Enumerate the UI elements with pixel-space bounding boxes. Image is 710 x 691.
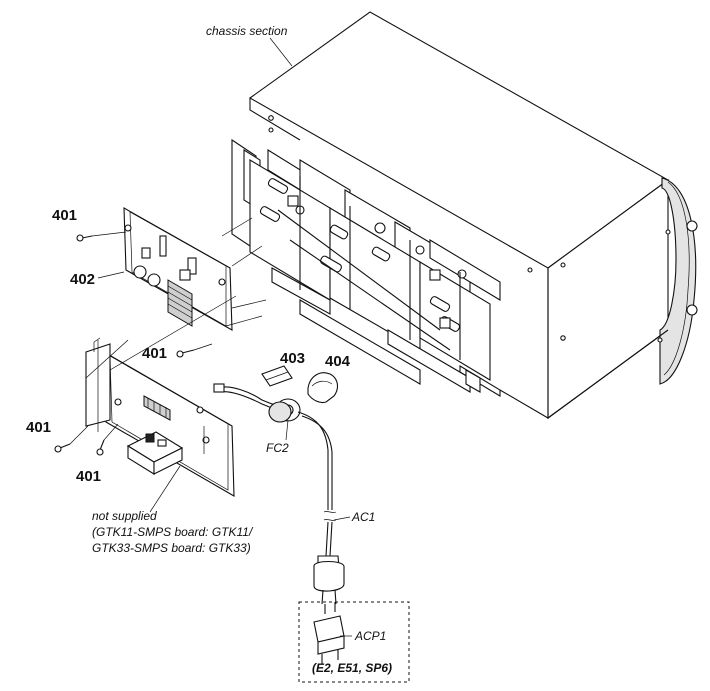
not-supplied-board-line1: (GTK11-SMPS board: GTK11/ xyxy=(92,525,254,539)
screw-401-d xyxy=(96,423,119,456)
adaptor-acp1 xyxy=(313,602,345,664)
smps-board xyxy=(85,295,237,513)
screw-401-b xyxy=(176,343,213,358)
power-cord-ac1 xyxy=(297,411,345,605)
screw-401-a xyxy=(76,231,127,242)
smps-heatsink xyxy=(143,395,171,421)
not-supplied-label: not supplied xyxy=(92,509,157,523)
ferrite-core-fc2 xyxy=(268,398,301,423)
part-403-label: 403 xyxy=(280,350,305,367)
board-402-heatsink xyxy=(167,279,193,327)
not-supplied-board-line2: GTK33-SMPS board: GTK33) xyxy=(92,541,251,555)
part-401-label-d: 401 xyxy=(76,468,101,485)
part-401-label-b: 401 xyxy=(142,345,167,362)
fc2-label: FC2 xyxy=(266,441,289,455)
chassis-section-label: chassis section xyxy=(206,24,288,38)
part-404-label: 404 xyxy=(325,353,351,370)
chassis-frame xyxy=(231,138,501,397)
region-note-label: (E2, E51, SP6) xyxy=(312,661,392,675)
screw-401-c xyxy=(54,425,89,453)
power-plug xyxy=(313,555,345,605)
part-403-holder xyxy=(261,365,293,387)
part-401-label-c: 401 xyxy=(26,419,51,436)
chassis-section xyxy=(248,11,698,420)
part-401-label-a: 401 xyxy=(52,207,77,224)
part-402-label: 402 xyxy=(70,271,95,288)
part-404-clamp xyxy=(307,372,339,404)
not-supplied-module xyxy=(126,431,184,475)
acp1-label: ACP1 xyxy=(354,629,386,643)
ac1-label: AC1 xyxy=(351,510,375,524)
board-402 xyxy=(123,207,267,331)
leader-lines xyxy=(97,37,352,637)
